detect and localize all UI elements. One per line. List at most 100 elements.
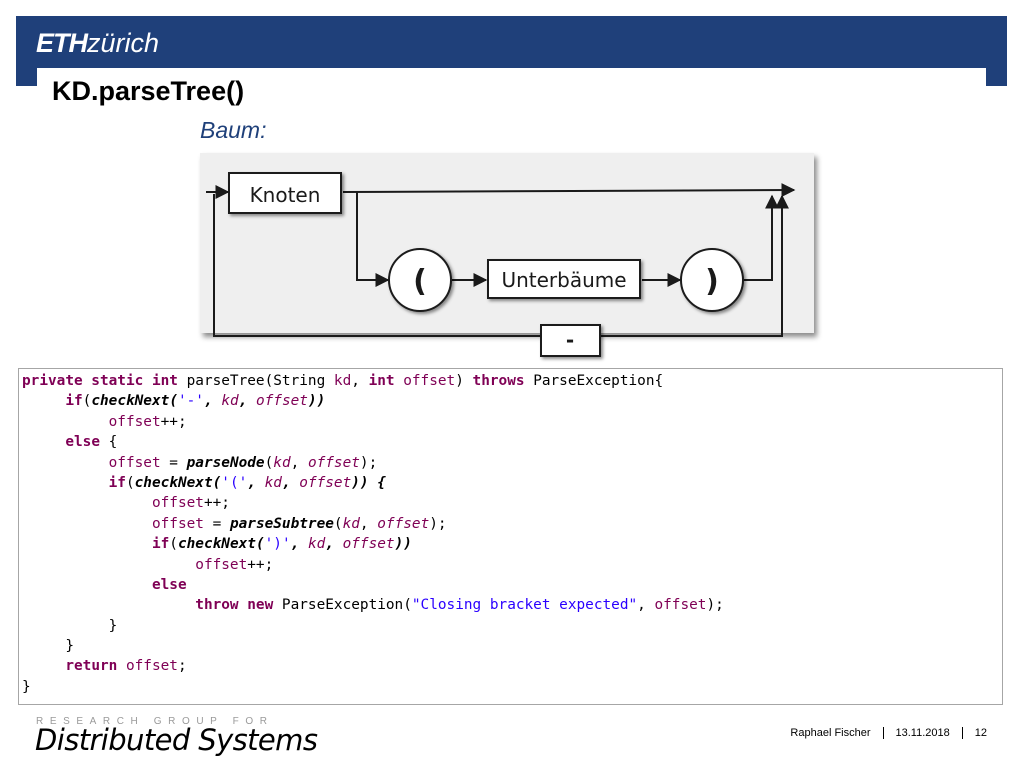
footer-date: 13.11.2018: [895, 727, 950, 739]
eth-logo: ETHzürich: [36, 25, 159, 61]
code-token: throw new: [195, 597, 274, 614]
code-token: ++;: [203, 495, 230, 512]
code-token: offset: [654, 597, 707, 614]
code-token: private static int: [22, 373, 178, 389]
code-token: );: [706, 597, 724, 614]
code-token: =: [203, 515, 230, 532]
code-token: ,: [637, 597, 655, 614]
code-token: ParseException(: [273, 597, 412, 614]
close-paren-label: ): [705, 264, 719, 299]
top-path: [342, 183, 796, 198]
code-box: private static int parseTree(String kd, …: [18, 368, 1003, 705]
code-token: offset: [151, 495, 204, 512]
code-token: ,: [290, 536, 308, 553]
code-token: else: [65, 434, 100, 451]
code-listing: private static int parseTree(String kd, …: [22, 371, 724, 697]
code-token: }: [22, 638, 74, 655]
code-token: =: [160, 454, 187, 471]
code-token: );: [359, 454, 378, 471]
code-line: }: [22, 616, 724, 636]
code-token: ,: [203, 393, 222, 410]
code-token: parseTree(String: [177, 373, 334, 389]
close-up: [742, 194, 779, 281]
code-token: [117, 658, 126, 674]
code-token: ;: [177, 658, 187, 675]
footer-group-name: Distributed Systems: [35, 723, 318, 757]
code-token: offset: [125, 658, 178, 675]
code-token: ,: [238, 393, 256, 410]
code-token: kd: [273, 454, 291, 471]
dash-loop-left: [213, 194, 540, 337]
code-token: '-': [177, 393, 204, 410]
code-token: ,: [359, 515, 378, 532]
node-label: Knoten: [250, 183, 321, 207]
code-token: if: [151, 536, 170, 553]
open-paren-label: (: [413, 264, 427, 299]
code-token: '(': [221, 474, 248, 491]
code-token: offset: [403, 373, 456, 389]
code-token: offset: [299, 474, 352, 491]
code-token: [22, 536, 152, 552]
code-token: [22, 455, 109, 471]
code-token: {: [99, 434, 118, 451]
code-token: (: [333, 515, 343, 532]
logo-zurich-text: zürich: [87, 28, 160, 58]
code-line: }: [22, 677, 724, 697]
code-line: offset = parseNode(kd, offset);: [22, 453, 724, 473]
subtrees-label: Unterbäume: [501, 268, 626, 292]
code-token: checkNext: [177, 536, 256, 553]
code-token: ,: [290, 454, 308, 471]
code-token: (: [169, 536, 178, 553]
code-token: [22, 658, 65, 674]
footer-separator: [882, 727, 884, 739]
code-token: (: [255, 536, 265, 553]
code-token: checkNext: [134, 474, 213, 491]
code-token: offset: [195, 556, 248, 573]
code-token: if: [65, 393, 83, 410]
code-token: return: [65, 658, 118, 675]
code-token: [395, 373, 404, 389]
node-box: [228, 172, 342, 214]
code-token: (: [264, 454, 274, 471]
footer-separator: [961, 727, 963, 739]
code-token: parseSubtree: [229, 515, 334, 532]
dash-box: [540, 324, 601, 357]
close-paren-circle: [680, 248, 744, 312]
code-token: )) {: [351, 474, 386, 491]
code-token: offset: [342, 536, 395, 553]
code-token: [22, 414, 109, 430]
code-token: offset: [151, 515, 204, 532]
code-token: throws: [472, 373, 525, 389]
code-token: kd: [307, 536, 326, 553]
code-token: offset: [255, 393, 308, 410]
code-line: if(checkNext(')', kd, offset)): [22, 534, 724, 554]
code-token: ,: [351, 373, 369, 389]
code-token: )): [394, 536, 412, 553]
code-line: private static int parseTree(String kd, …: [22, 371, 724, 391]
dash-loop-right: [601, 194, 789, 337]
code-token: kd: [221, 393, 239, 410]
footer-group-label: RESEARCH GROUP FOR: [36, 716, 274, 727]
code-token: int: [368, 373, 395, 389]
code-line: else {: [22, 432, 724, 452]
syntax-diagram: Knoten ( Unterbäume ) -: [206, 172, 796, 357]
code-line: throw new ParseException("Closing bracke…: [22, 595, 724, 615]
logo-eth-text: ETH: [36, 28, 88, 58]
code-token: else: [151, 576, 187, 593]
code-token: [22, 516, 152, 532]
code-token: (: [82, 393, 92, 410]
code-token: kd: [342, 515, 360, 532]
header-bar: ETHzürich: [16, 16, 1007, 86]
code-line: else: [22, 575, 724, 595]
code-token: ): [455, 373, 473, 389]
open-paren-circle: [388, 248, 452, 312]
code-token: (: [169, 393, 178, 410]
code-line: offset++;: [22, 555, 724, 575]
code-token: [22, 475, 109, 491]
code-token: (: [212, 474, 222, 491]
code-token: (: [125, 474, 135, 491]
code-token: offset: [108, 413, 161, 430]
code-token: ,: [325, 536, 343, 553]
code-token: }: [22, 617, 118, 634]
code-token: ')': [264, 536, 291, 553]
